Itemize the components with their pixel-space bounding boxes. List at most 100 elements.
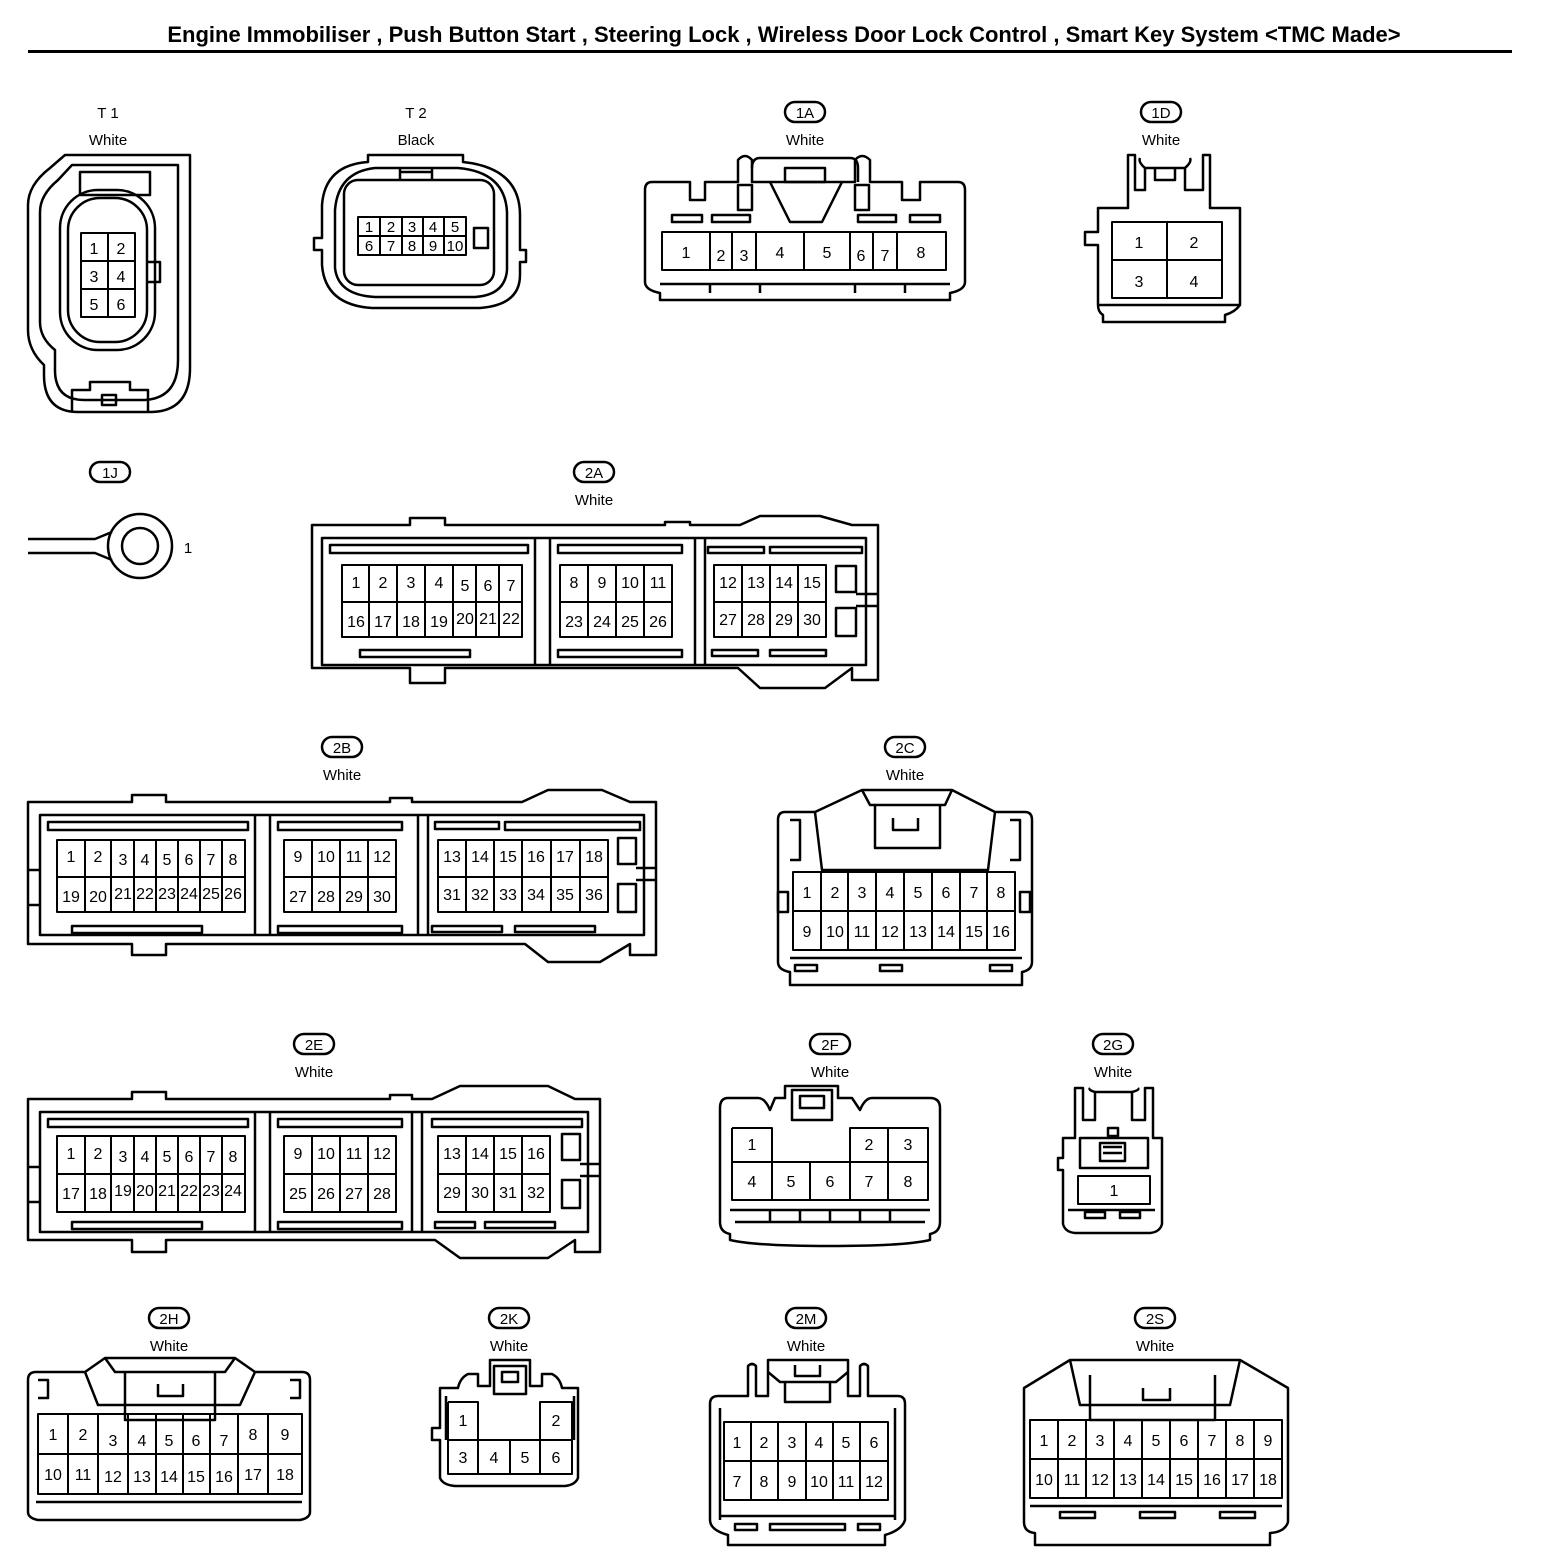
pin-label: 5: [842, 1435, 851, 1452]
pin-label: 4: [117, 269, 126, 286]
pin-label: 1: [803, 885, 812, 902]
pin-grid: [1111, 221, 1223, 299]
connector-housing: [643, 154, 967, 302]
pin-label: 2: [79, 1427, 88, 1444]
pin-label: 8: [904, 1174, 913, 1191]
connector-code: T 1: [97, 105, 118, 122]
pin-label: 4: [429, 219, 437, 236]
pin-label: 13: [443, 1146, 461, 1163]
connector-code: 2E: [305, 1037, 323, 1054]
pin-label: 4: [748, 1174, 757, 1191]
connector-color: White: [89, 132, 127, 149]
connector-color: White: [575, 492, 613, 509]
pin-label: 1: [352, 575, 361, 592]
connector-housing: [708, 1358, 907, 1547]
connector-1j: 1J 1: [28, 460, 192, 580]
pin-label: 4: [141, 852, 150, 869]
connector-code: 2M: [796, 1311, 817, 1328]
pin-label: 8: [229, 852, 238, 869]
pin-label: 6: [117, 297, 126, 314]
pin-label: 5: [165, 1433, 174, 1450]
pin-label: 19: [114, 1183, 132, 1200]
pin-label: 24: [224, 1183, 242, 1200]
pin-label: 3: [407, 575, 416, 592]
pin-label: 3: [459, 1450, 468, 1467]
pin-grid: [341, 564, 827, 638]
pin-label: 16: [527, 1146, 545, 1163]
pin-label: 21: [114, 886, 132, 903]
title-rule: [28, 50, 1512, 53]
connector-housing: [1083, 153, 1242, 324]
pin-label: 16: [527, 849, 545, 866]
pin-grid: [1077, 1175, 1151, 1205]
connector-code: 2G: [1103, 1037, 1123, 1054]
pin-label: 2: [717, 248, 726, 265]
pin-label: 5: [823, 245, 832, 262]
pin-label: 4: [1190, 274, 1199, 291]
connector-2f: 2F White 1 2 3 4 5 6 7 8: [718, 1032, 942, 1248]
pin-label: 20: [456, 611, 474, 628]
pin-grid: [723, 1421, 889, 1501]
connector-badge: [1133, 1306, 1177, 1330]
pin-label: 6: [552, 1450, 561, 1467]
pin-label: 11: [1064, 1472, 1081, 1489]
connector-housing: [430, 1358, 580, 1488]
connector-housing: [310, 514, 880, 690]
pin-label: 7: [1208, 1433, 1217, 1450]
connector-code: 2A: [585, 465, 603, 482]
connector-badge: [784, 1306, 828, 1330]
pin-label: 2: [760, 1435, 769, 1452]
pin-label: 8: [408, 238, 416, 255]
pin-label: 1: [682, 245, 691, 262]
connector-housing: [26, 788, 658, 964]
pin-label: 29: [775, 612, 793, 629]
connector-housing: [776, 788, 1034, 987]
pin-label: 11: [75, 1467, 92, 1484]
pin-label: 13: [747, 575, 765, 592]
pin-label: 5: [461, 578, 470, 595]
connector-t1: T 1 White 1 2 3 4 5 6: [26, 105, 192, 414]
pin-label: 1: [67, 1146, 76, 1163]
pin-label: 9: [1264, 1433, 1273, 1450]
pin-label: 2: [865, 1137, 874, 1154]
connector-code: 1J: [102, 465, 118, 482]
pin-label: 15: [1175, 1472, 1193, 1489]
pin-label: 12: [373, 849, 391, 866]
pin-label: 28: [317, 889, 335, 906]
pin-label: 7: [387, 238, 395, 255]
pin-label: 6: [185, 1149, 194, 1166]
pin-grid: [56, 839, 609, 913]
pin-label: 19: [62, 889, 80, 906]
pin-label: 7: [207, 1149, 216, 1166]
connector-2m: 2M White 1 2 3 4 5 6: [708, 1306, 907, 1547]
connector-badge: [783, 100, 827, 124]
connector-code: 2C: [895, 740, 914, 757]
pin-label: 33: [499, 887, 517, 904]
pin-label: 28: [747, 612, 765, 629]
pin-label: 1: [49, 1427, 58, 1444]
pin-label: 16: [215, 1469, 233, 1486]
pin-label: 10: [317, 849, 335, 866]
pin-label: 26: [317, 1186, 335, 1203]
connector-badge: [808, 1032, 852, 1056]
pin-label: 3: [904, 1137, 913, 1154]
pin-label: 2: [387, 219, 395, 236]
connector-code: 2S: [1146, 1311, 1164, 1328]
pin-label: 2: [94, 1146, 103, 1163]
connector-code: 2F: [821, 1037, 839, 1054]
connector-2b: 2B White: [26, 735, 658, 964]
pin-label: 30: [803, 612, 821, 629]
pin-label: 10: [44, 1467, 62, 1484]
pin-label: 25: [202, 886, 220, 903]
pin-label: 17: [62, 1186, 80, 1203]
pin-label: 30: [471, 1185, 489, 1202]
pin-label: 3: [408, 219, 416, 236]
pin-label: 10: [317, 1146, 335, 1163]
pin-label: 5: [163, 1149, 172, 1166]
pin-label: 8: [917, 245, 926, 262]
pin-label: 21: [479, 611, 497, 628]
connector-code: 1A: [796, 105, 814, 122]
connector-badge: [88, 460, 132, 484]
pin-grid: [661, 231, 947, 271]
connector-badge: [292, 1032, 336, 1056]
